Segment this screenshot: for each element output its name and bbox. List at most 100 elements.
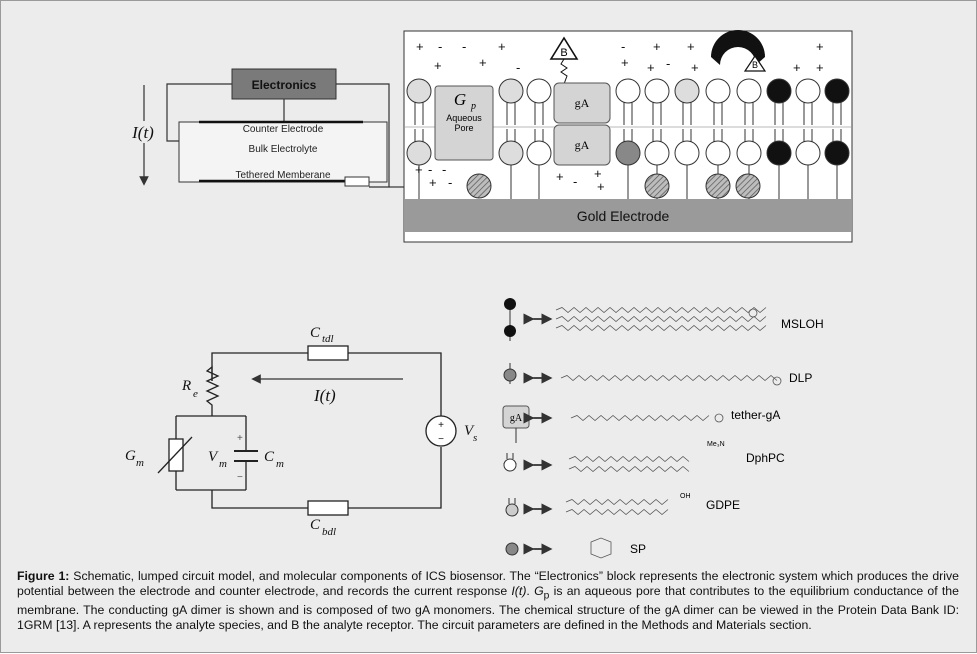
vs-minus: − [438, 434, 444, 445]
gp-subscript: p [470, 101, 476, 112]
wire-top-right [348, 352, 442, 416]
circuit-labels: C tdl C bdl R e I(t) G m V m C m V s + −… [125, 325, 477, 538]
analyte-a-shape [711, 30, 765, 65]
lipid-head [824, 78, 850, 104]
tether-ga-label: tether-gA [731, 408, 780, 422]
svg-text:+: + [434, 58, 442, 73]
lipid-head [736, 140, 762, 166]
svg-text:+: + [816, 60, 824, 75]
c-bdl-sub: bdl [322, 526, 336, 538]
membrane-diagram: +--+ ++- -++ ++-+ +++ B A B G p Aqueous … [403, 30, 853, 243]
gdpe-symbol [505, 503, 519, 517]
ga-top-label: gA [575, 96, 590, 110]
svg-text:+: + [415, 162, 423, 177]
current-label-bg [125, 121, 161, 143]
c-bdl-element [307, 500, 349, 516]
svg-text:-: - [428, 162, 432, 177]
caption-part-1: Schematic, lumped circuit model, and mol… [17, 569, 959, 598]
svg-text:+: + [793, 60, 801, 75]
svg-text:-: - [573, 174, 577, 189]
chain-structure [568, 455, 690, 463]
svg-text:-: - [438, 39, 442, 54]
receptor-b2-triangle [743, 54, 767, 72]
gm-label: G [125, 448, 136, 464]
svg-text:+: + [498, 39, 506, 54]
svg-text:+: + [647, 60, 655, 75]
gm-sub: m [136, 457, 144, 469]
gm-variable-arrow [157, 436, 193, 474]
svg-text:+: + [429, 175, 437, 190]
gold-electrode [405, 199, 851, 232]
lipid-head [644, 78, 670, 104]
receptor-tether [560, 58, 568, 85]
vm-sub: m [219, 458, 227, 470]
ring-structure [714, 413, 724, 423]
aqueous-pore-label-1: Aqueous [446, 113, 482, 123]
svg-text:+: + [691, 60, 699, 75]
vm-label: V [208, 449, 219, 465]
caption-part-2: . [526, 584, 535, 598]
chain-structure [565, 498, 669, 506]
electronics-box [231, 68, 337, 100]
ring-structure [772, 376, 782, 386]
msloh-symbol-bottom [504, 325, 516, 337]
gold-electrode-label: Gold Electrode [577, 208, 670, 224]
chain-structure [555, 315, 767, 323]
lipid-head [644, 140, 670, 166]
receptor-b-label: B [560, 47, 567, 59]
ions-top: +--+ ++- -++ ++-+ +++ [416, 39, 824, 75]
chain-structure [555, 324, 767, 332]
lipid-head [674, 140, 700, 166]
wire-right [336, 83, 390, 188]
electronics-label: Electronics [252, 78, 317, 92]
dlp-label: DLP [789, 371, 812, 385]
svg-text:+: + [816, 39, 824, 54]
caption-current: I(t) [511, 584, 527, 598]
lipid-head [498, 140, 524, 166]
current-label: I(t) [131, 123, 154, 142]
aqueous-pore [434, 85, 494, 161]
lipid-head [615, 140, 641, 166]
caption-label: Figure 1: [17, 569, 70, 583]
lipid-head [736, 78, 762, 104]
wire-bottom-left [211, 490, 308, 509]
re-sub: e [193, 388, 198, 400]
caption-gp: G [534, 584, 544, 598]
msloh-label: MSLOH [781, 317, 824, 331]
lipid-head [766, 140, 792, 166]
vs-label: V [464, 423, 475, 439]
c-tdl-element [307, 345, 349, 361]
svg-text:+: + [556, 169, 564, 184]
svg-text:-: - [462, 39, 466, 54]
sp-symbol [505, 542, 519, 556]
legend-chemical-structures [523, 306, 782, 555]
caption-gp-sub: p [543, 590, 550, 602]
svg-text:-: - [442, 162, 446, 177]
wire-bottom-right [348, 447, 442, 509]
chain-structure [560, 374, 778, 382]
wire-top-left [211, 352, 308, 381]
lipid-head [498, 78, 524, 104]
figure-caption: Figure 1: Schematic, lumped circuit mode… [17, 569, 959, 633]
lipid-bilayer [405, 78, 851, 199]
me3n-label: Me₃N [707, 441, 725, 448]
chain-structure [568, 465, 690, 473]
lipid-head [406, 140, 432, 166]
dphpc-symbol [503, 458, 517, 472]
lipid-head [705, 78, 731, 104]
ions-reservoir: +-- +- +-++ [415, 162, 605, 194]
bulk-electrolyte-label: Bulk Electrolyte [249, 144, 318, 155]
svg-text:-: - [516, 60, 520, 75]
lipid-head [526, 78, 552, 104]
wire-left [166, 83, 232, 142]
dlp-symbol [503, 368, 517, 382]
svg-text:+: + [416, 39, 424, 54]
dphpc-label: DphPC [746, 451, 785, 465]
gp-symbol: G [454, 90, 466, 109]
lipid-head [406, 78, 432, 104]
ga-monomer-bottom [553, 124, 611, 166]
chain-structure [565, 508, 669, 516]
aqueous-pore-label-2: Pore [454, 123, 473, 133]
